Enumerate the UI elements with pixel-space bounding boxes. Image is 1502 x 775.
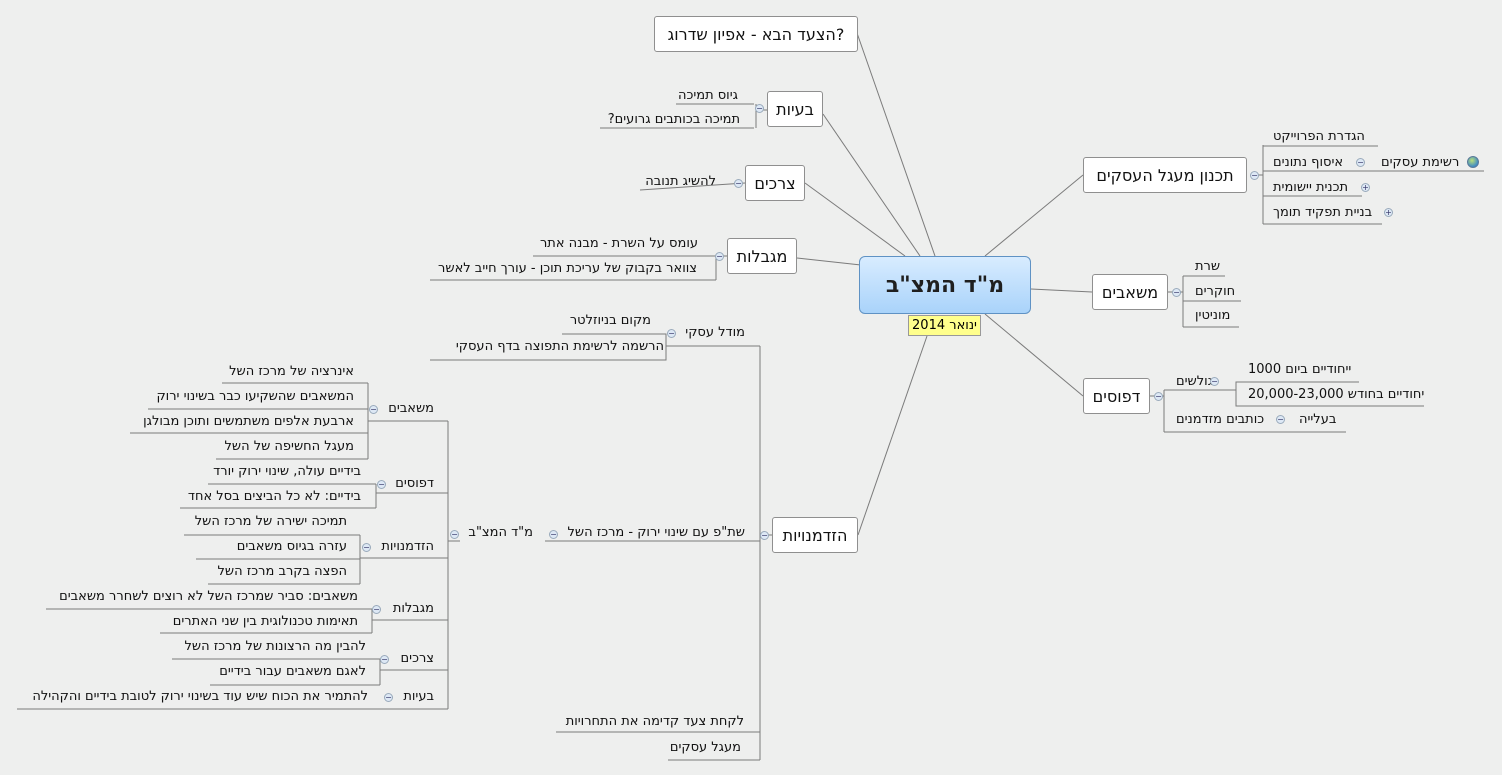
collapse-icon[interactable]: − [755,104,764,113]
topic-next-step[interactable]: הצעד הבא - אפיון שדרוג? [654,16,858,52]
group-item[interactable]: ארבעת אלפים משתמשים ותוכן מבולגן [143,414,354,429]
group-item[interactable]: לאגם משאבים עבור בידיים [219,664,366,679]
topic-constraints[interactable]: מגבלות [727,238,797,274]
expand-icon[interactable]: + [1361,183,1370,192]
patterns-surfers[interactable]: גולשים [1176,374,1214,389]
problems-item[interactable]: תמיכה בכותבים גרועים? [607,112,740,127]
constraints-item[interactable]: עומס על השרת - מבנה אתר [539,236,698,251]
collapse-icon[interactable]: − [734,179,743,188]
collapse-icon[interactable]: − [384,693,393,702]
collapse-icon[interactable]: − [369,405,378,414]
collapse-icon[interactable]: − [1210,377,1219,386]
collapse-icon[interactable]: − [667,329,676,338]
writers-item[interactable]: בעלייה [1299,412,1337,427]
group-item[interactable]: אינרציה של מרכז השל [229,364,354,379]
business-model-item[interactable]: מקום בניוזלטר [569,313,651,328]
topic-planning[interactable]: תכנון מעגל העסקים [1083,157,1247,193]
group-item[interactable]: תאימות טכנולוגית בין שני האתרים [172,614,358,629]
collapse-icon[interactable]: − [380,655,389,664]
constraints-item[interactable]: צוואר בקבוק של עריכת תוכן - עורך חייב לא… [438,261,697,276]
collapse-icon[interactable]: − [549,530,558,539]
group-item[interactable]: עזרה בגיוס משאבים [236,539,347,554]
topic-patterns[interactable]: דפוסים [1083,378,1150,414]
surfers-item[interactable]: יחודיים בחודש 20,000-23,000 [1248,387,1425,402]
group-item[interactable]: בידיים: לא כל הביצים בסל אחד [187,489,361,504]
partnership[interactable]: שת"פ עם שינוי ירוק - מרכז השל [567,525,745,540]
group-label[interactable]: הזדמנויות [381,539,434,554]
opportunity-step[interactable]: לקחת צעד קדימה את התחרויות [565,714,744,729]
resources-item[interactable]: שרת [1195,259,1221,274]
planning-item[interactable]: בניית תפקיד תומך [1273,205,1373,220]
group-label[interactable]: בעיות [403,689,434,704]
group-item[interactable]: בידיים עולה, שינוי ירוק יורד [213,464,361,479]
planning-data-sub[interactable]: רשימת עסקים [1381,155,1460,170]
root-topic[interactable]: מ"ד המצ"ב [859,256,1031,314]
opportunity-circle[interactable]: מעגל עסקים [669,740,741,755]
collapse-icon[interactable]: − [760,531,769,540]
topic-needs[interactable]: צרכים [745,165,805,201]
group-item[interactable]: תמיכה ישירה של מרכז השל [194,514,347,529]
planning-item[interactable]: הגדרת הפרוייקט [1273,129,1365,144]
group-label[interactable]: צרכים [400,651,434,666]
collapse-icon[interactable]: − [450,530,459,539]
group-item[interactable]: להתמיר את הכוח שיש עוד בשינוי ירוק לטובת… [32,689,368,704]
business-model[interactable]: מודל עסקי [685,325,745,340]
group-item[interactable]: מעגל החשיפה של השל [224,439,354,454]
topic-resources[interactable]: משאבים [1092,274,1168,310]
planning-item[interactable]: איסוף נתונים [1273,155,1344,170]
collapse-icon[interactable]: − [372,605,381,614]
resources-item[interactable]: חוקרים [1195,284,1236,299]
date-label: ינואר 2014 [908,315,981,336]
topic-problems[interactable]: בעיות [767,91,823,127]
patterns-writers[interactable]: כותבים מזדמנים [1176,412,1265,427]
collapse-icon[interactable]: − [1356,158,1365,167]
group-item[interactable]: המשאבים שהשקיעו כבר בשינוי ירוק [156,389,354,404]
globe-icon [1467,156,1479,168]
business-model-item[interactable]: הרשמה לרשימת התפוצה בדף העסקי [455,339,664,354]
collapse-icon[interactable]: − [1154,392,1163,401]
group-label[interactable]: מגבלות [392,601,434,616]
collapse-icon[interactable]: − [715,252,724,261]
group-item[interactable]: משאבים: סביר שמרכז השל לא רוצים לשחרר מש… [59,589,358,604]
group-label[interactable]: משאבים [388,401,434,416]
collapse-icon[interactable]: − [1250,171,1259,180]
expand-icon[interactable]: + [1384,208,1393,217]
needs-item[interactable]: להשיג תנובה [645,174,716,189]
group-item[interactable]: להבין מה הרצונות של מרכז השל [184,639,366,654]
topic-opportunities[interactable]: הזדמנויות [772,517,858,553]
surfers-item[interactable]: ייחודיים ביום 1000 [1248,362,1352,377]
resources-item[interactable]: מוניטין [1195,308,1231,323]
group-label[interactable]: דפוסים [395,476,434,491]
md-node[interactable]: מ"ד המצ"ב [468,525,533,540]
problems-item[interactable]: גיוס תמיכה [677,88,738,103]
collapse-icon[interactable]: − [1276,415,1285,424]
collapse-icon[interactable]: − [362,543,371,552]
collapse-icon[interactable]: − [1172,288,1181,297]
group-item[interactable]: הפצה בקרב מרכז השל [217,564,347,579]
planning-item[interactable]: תכנית יישומית [1273,180,1349,195]
collapse-icon[interactable]: − [377,480,386,489]
